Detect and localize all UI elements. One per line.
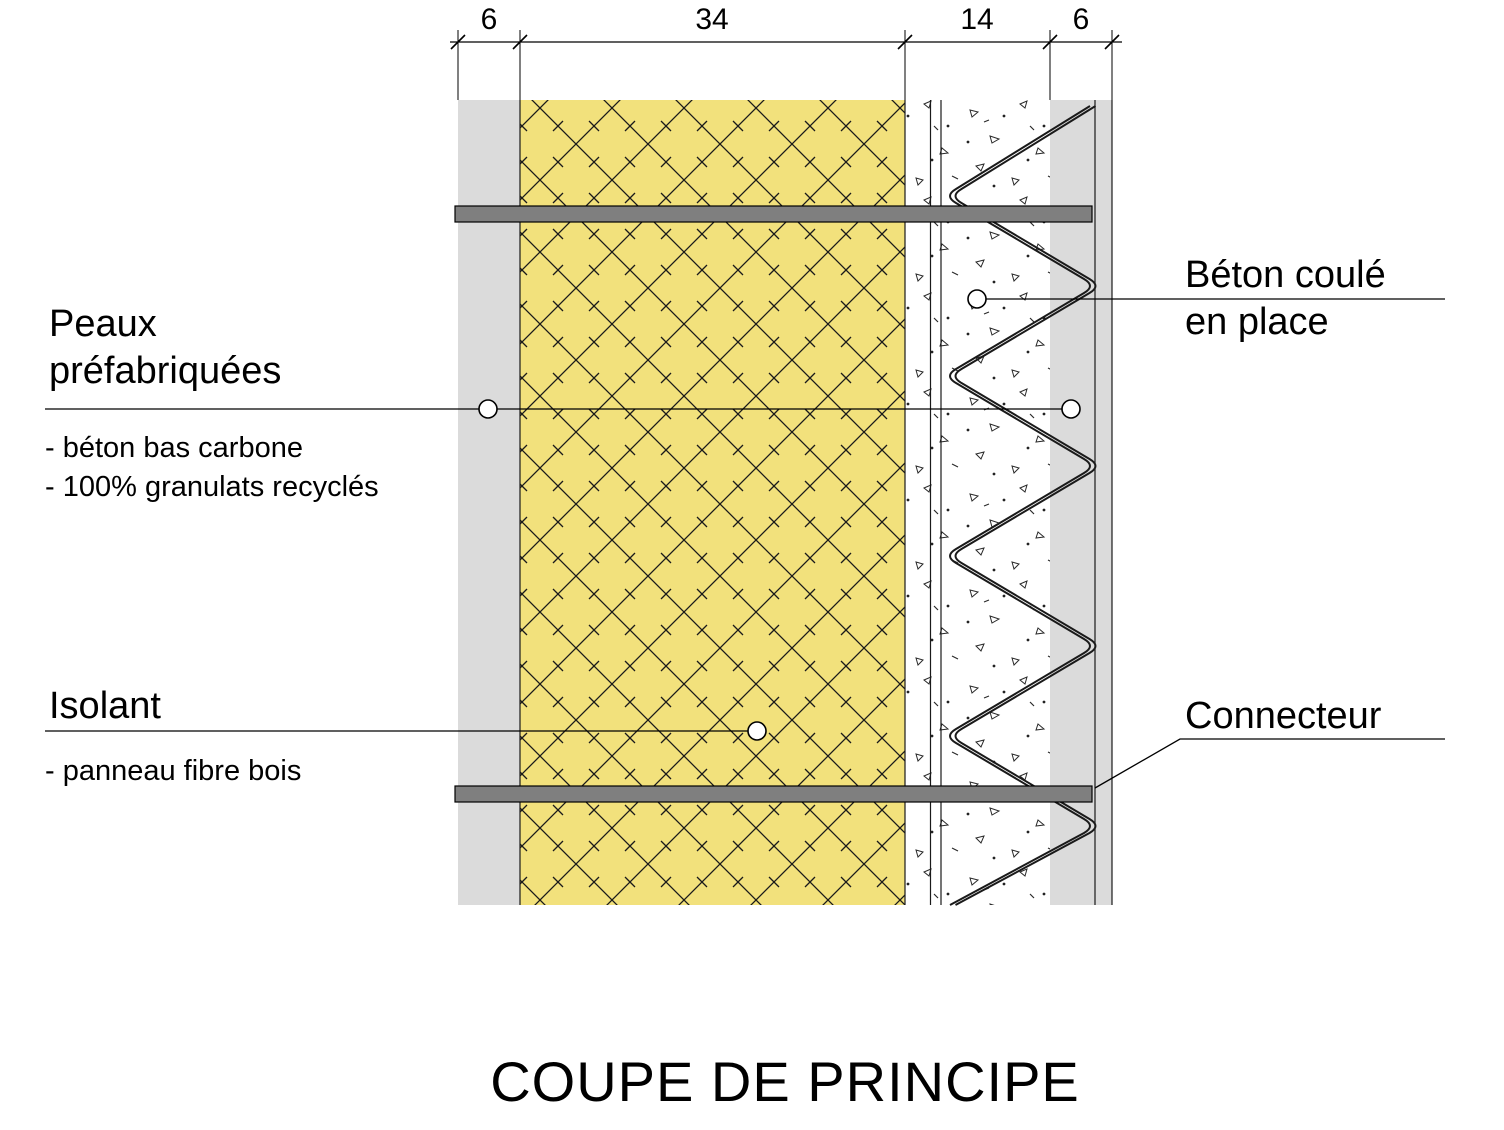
marker-skin-right bbox=[1061, 399, 1081, 419]
marker-skin-left bbox=[478, 399, 498, 419]
label-connecteur-heading: Connecteur bbox=[1185, 695, 1382, 737]
label-isolant-heading: Isolant bbox=[49, 685, 161, 727]
label-isolant: Isolant bbox=[49, 683, 161, 730]
label-connecteur: Connecteur bbox=[1185, 693, 1381, 740]
leader-markers bbox=[478, 289, 1081, 741]
label-beton-line1: Béton coulé bbox=[1185, 254, 1386, 296]
dim-value-skin-left: 6 bbox=[480, 3, 498, 36]
prefab-skin-right bbox=[1050, 100, 1112, 905]
marker-isolant bbox=[747, 721, 767, 741]
label-peaux-detail-1: - béton bas carbone bbox=[45, 432, 303, 464]
label-peaux-prefabriquees: Peaux préfabriquées bbox=[49, 301, 281, 395]
leader-connecteur bbox=[1094, 738, 1445, 789]
prefab-skin-left bbox=[458, 100, 520, 905]
insulation-layer bbox=[520, 100, 905, 905]
label-isolant-detail-1: - panneau fibre bois bbox=[45, 755, 302, 787]
slab-bar-bottom bbox=[454, 785, 1093, 803]
dimension-tick-marks bbox=[450, 34, 1120, 50]
label-beton-line2: en place bbox=[1185, 301, 1329, 344]
label-beton-coule: Béton coulé en place bbox=[1185, 252, 1386, 346]
marker-beton bbox=[967, 289, 987, 309]
connector-zigzag bbox=[949, 105, 1097, 906]
label-peaux-line2: préfabriquées bbox=[49, 350, 282, 393]
label-isolant-details: - panneau fibre bois bbox=[45, 752, 301, 791]
cast-concrete-core bbox=[905, 100, 1050, 905]
label-peaux-detail-2: - 100% granulats recyclés bbox=[45, 470, 379, 503]
slab-bar-top bbox=[454, 205, 1093, 223]
label-peaux-line1: Peaux bbox=[49, 303, 157, 345]
dimension-line bbox=[450, 30, 1122, 100]
leader-lines bbox=[45, 298, 1445, 789]
dim-value-insulation: 34 bbox=[695, 3, 729, 36]
label-peaux-details: - béton bas carbone - 100% granulats rec… bbox=[45, 429, 379, 507]
dim-value-core: 14 bbox=[960, 3, 994, 36]
layer-boundary-lines bbox=[519, 100, 1113, 905]
drawing-title: COUPE DE PRINCIPE bbox=[490, 1050, 1080, 1113]
dim-value-skin-right: 6 bbox=[1072, 3, 1090, 36]
